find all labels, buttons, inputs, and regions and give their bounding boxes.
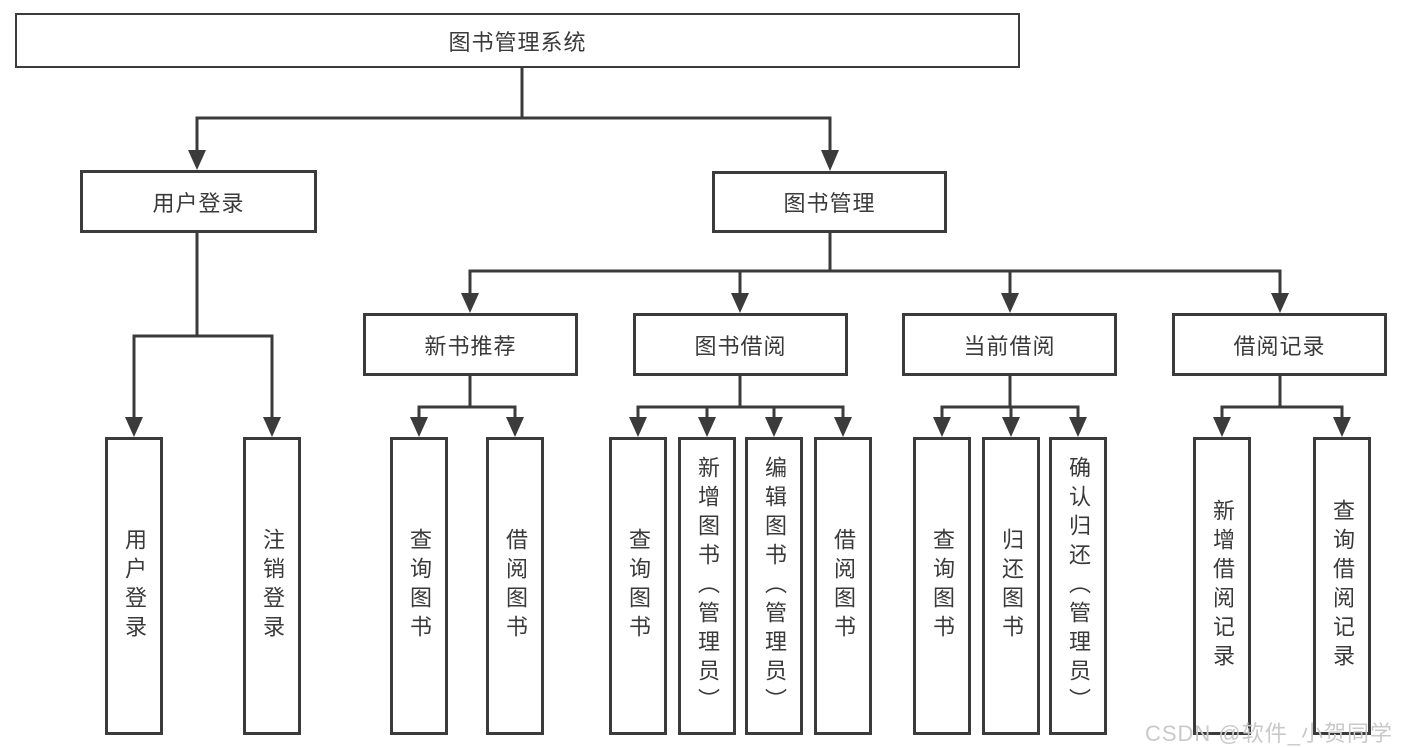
node-new-book-recommend-label: 新书推荐 <box>424 333 517 359</box>
node-new-book-recommend: 新书推荐 <box>363 313 578 376</box>
leaf-query-books-current-label: 查询图书 <box>930 528 955 644</box>
leaf-borrow-books-recommend: 借阅图书 <box>486 437 544 735</box>
node-current-borrow: 当前借阅 <box>902 313 1117 376</box>
leaf-query-books-borrow-label: 查询图书 <box>626 528 651 644</box>
leaf-borrow-books-label: 借阅图书 <box>831 528 856 644</box>
csdn-watermark: CSDN @软件_小贺同学 <box>1144 721 1393 746</box>
node-current-borrow-label: 当前借阅 <box>963 333 1056 359</box>
node-root-label: 图书管理系统 <box>448 29 587 55</box>
leaf-confirm-return-admin: 确认归还（管理员） <box>1049 437 1107 735</box>
leaf-user-login-label: 用户登录 <box>122 528 147 644</box>
leaf-logout: 注销登录 <box>243 437 301 735</box>
leaf-borrow-books-recommend-label: 借阅图书 <box>503 528 528 644</box>
leaf-edit-books-admin-label: 编辑图书（管理员） <box>762 455 787 717</box>
leaf-logout-label: 注销登录 <box>260 528 285 644</box>
leaf-return-books: 归还图书 <box>982 437 1040 735</box>
node-book-management-label: 图书管理 <box>783 191 876 216</box>
node-borrow-record: 借阅记录 <box>1172 313 1387 376</box>
leaf-query-books-recommend: 查询图书 <box>390 437 448 735</box>
leaf-edit-books-admin: 编辑图书（管理员） <box>745 437 803 735</box>
node-user-login-label: 用户登录 <box>152 190 245 216</box>
leaf-query-books-current: 查询图书 <box>913 437 971 735</box>
node-book-management: 图书管理 <box>712 171 947 233</box>
leaf-confirm-return-admin-label: 确认归还（管理员） <box>1066 455 1091 717</box>
leaf-query-borrow-record-label: 查询借阅记录 <box>1330 499 1355 673</box>
node-borrow-record-label: 借阅记录 <box>1233 333 1326 359</box>
leaf-borrow-books: 借阅图书 <box>814 437 872 735</box>
leaf-query-borrow-record: 查询借阅记录 <box>1313 437 1371 735</box>
leaf-add-borrow-record-label: 新增借阅记录 <box>1210 499 1235 673</box>
node-user-login: 用户登录 <box>80 170 317 233</box>
leaf-add-books-admin: 新增图书（管理员） <box>678 437 736 735</box>
arrowheads <box>125 150 1351 437</box>
leaf-query-books-recommend-label: 查询图书 <box>407 528 432 644</box>
node-root-system: 图书管理系统 <box>15 13 1020 68</box>
node-book-borrow-label: 图书借阅 <box>694 333 787 359</box>
leaf-return-books-label: 归还图书 <box>999 528 1024 644</box>
leaf-query-books-borrow: 查询图书 <box>609 437 667 735</box>
leaf-add-books-admin-label: 新增图书（管理员） <box>695 455 720 717</box>
leaf-user-login: 用户登录 <box>105 437 163 735</box>
node-book-borrow: 图书借阅 <box>633 313 848 376</box>
leaf-add-borrow-record: 新增借阅记录 <box>1193 437 1251 735</box>
